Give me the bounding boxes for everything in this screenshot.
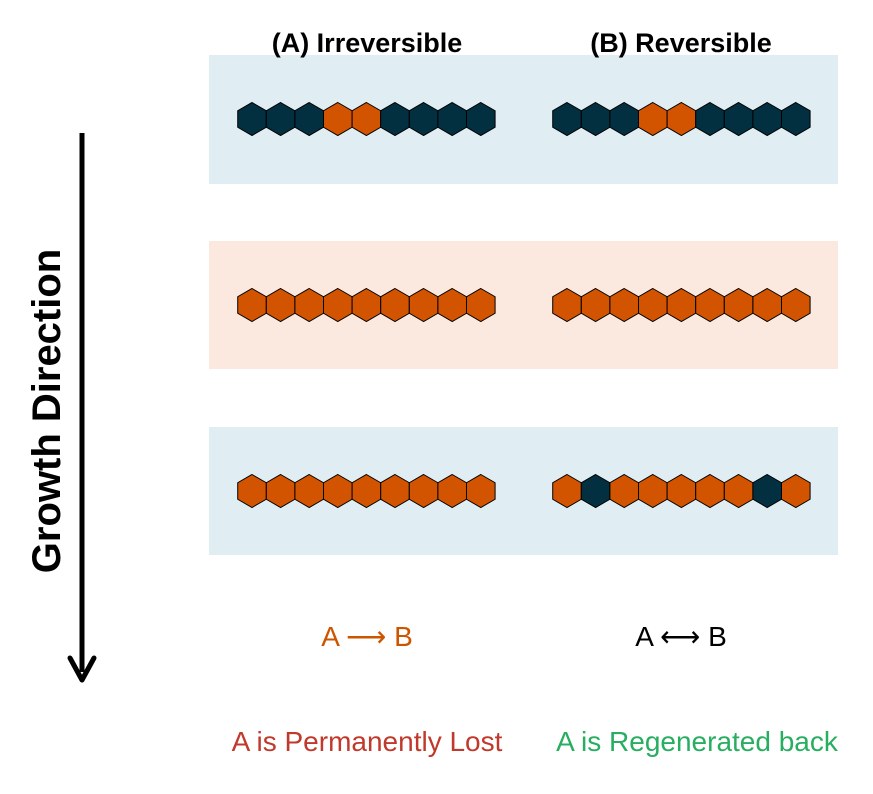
hexagon-unit-a: [781, 287, 811, 323]
equation-reversible: A ⟷ B: [635, 621, 727, 652]
column-title-reversible: (B) Reversible: [590, 28, 772, 58]
growth-arrow-head: [67, 655, 97, 683]
hexagon-unit-a: [466, 287, 496, 323]
column-title-irreversible: (A) Irreversible: [272, 28, 463, 58]
hexagon-unit-a: [466, 473, 496, 509]
growth-direction-label: Growth Direction: [25, 249, 69, 573]
hexagon-unit-b: [781, 101, 811, 137]
caption-reversible: A is Regenerated back: [556, 726, 839, 757]
hexagon-unit-a: [781, 473, 811, 509]
hexagon-chains: [237, 101, 811, 509]
caption-irreversible: A is Permanently Lost: [232, 726, 503, 757]
equation-irreversible: A ⟶ B: [321, 621, 413, 652]
hexagon-unit-b: [466, 101, 496, 137]
